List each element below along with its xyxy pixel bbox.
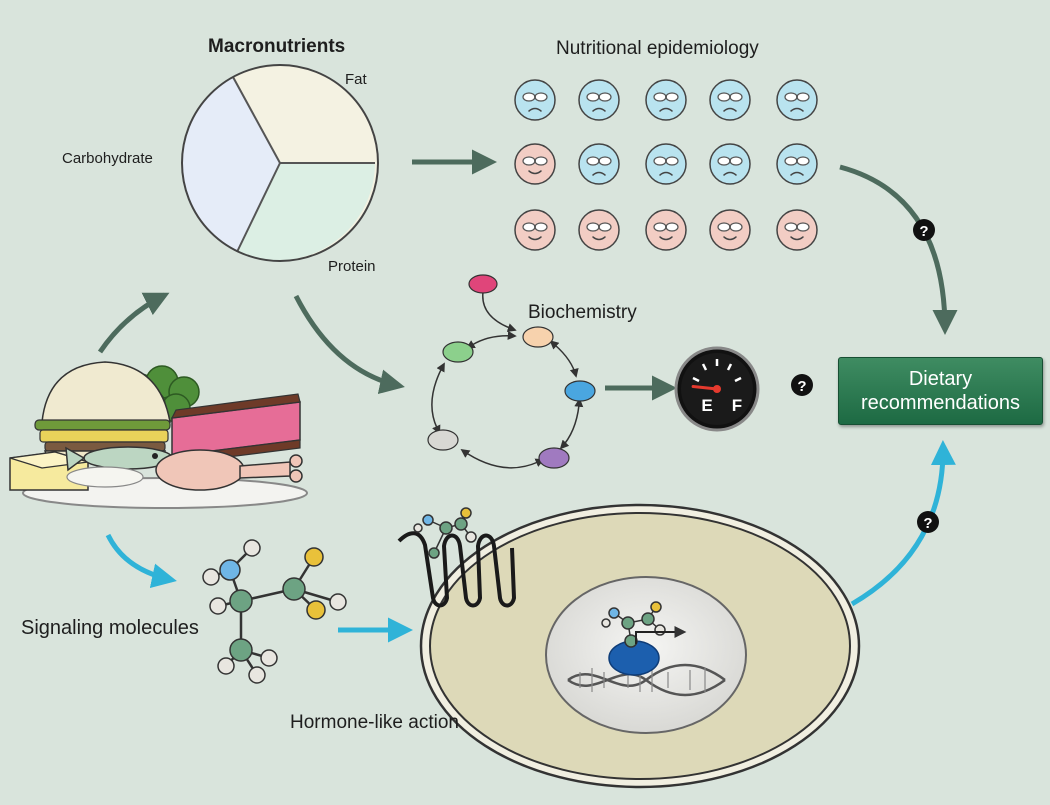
happy-face: [578, 209, 620, 251]
arrow-food-to-macronutrients: [97, 292, 170, 354]
carbohydrate-label: Carbohydrate: [62, 150, 153, 167]
sad-face: [578, 143, 620, 185]
happy-face: [645, 209, 687, 251]
sad-face: [578, 79, 620, 121]
metabolite-node-purple: [538, 447, 570, 469]
pink-cake-slice: [170, 393, 301, 465]
sad-face: [645, 79, 687, 121]
biochemistry-nodes: [427, 274, 596, 469]
signaling-molecule: [202, 539, 347, 684]
happy-face: [514, 209, 556, 251]
sad-face: [776, 79, 818, 121]
biochemistry-title: Biochemistry: [528, 302, 637, 323]
cell-illustration: [397, 503, 861, 789]
transcription-arrow: [635, 626, 687, 644]
macronutrients-title: Macronutrients: [208, 36, 346, 57]
dietary-recommendations-box: Dietary recommendations: [838, 357, 1043, 425]
hormone-like-action-title: Hormone-like action: [290, 712, 459, 733]
gauge-full-label: F: [732, 396, 742, 415]
pie-segment-fat: [233, 66, 375, 163]
signaling-molecules-title: Signaling molecules: [21, 617, 199, 639]
flow-arrows: [97, 149, 958, 643]
sad-face: [709, 143, 751, 185]
arrow-cell-to-recommendations: [850, 440, 956, 607]
faces-grid: [514, 79, 818, 251]
question-mark: ?: [923, 515, 932, 532]
cycle-entry-arrow: [482, 291, 517, 332]
cycle-arrow: [460, 448, 545, 469]
protein-label: Protein: [328, 258, 376, 275]
pie-segment-carbohydrate: [181, 77, 280, 252]
rice: [66, 466, 144, 488]
dietary-recommendations-label: Dietary recommendations: [861, 368, 1020, 414]
arrow-epidemiology-to-recommendations: [839, 164, 958, 335]
pie-divider: [236, 162, 281, 253]
arrow-pie-to-biochemistry: [293, 294, 405, 394]
question-badge: ?: [917, 511, 939, 533]
happy-face: [776, 209, 818, 251]
happy-face: [514, 143, 556, 185]
sad-face: [709, 79, 751, 121]
fuel-gauge-icon: E F: [674, 346, 760, 432]
chicken-drumstick: [155, 449, 303, 491]
sad-face: [776, 143, 818, 185]
question-badge: ?: [913, 219, 935, 241]
arrow-food-to-signaling: [105, 533, 177, 589]
sad-face: [645, 143, 687, 185]
molecule-atoms: [202, 539, 347, 684]
metabolite-node-green: [442, 341, 474, 363]
cycle-arrow: [549, 340, 579, 378]
fat-label: Fat: [345, 71, 367, 88]
nuclear-ligand: [601, 601, 666, 648]
macronutrient-pie: [181, 64, 379, 262]
question-mark: ?: [797, 378, 806, 395]
membrane-receptor: [397, 531, 517, 608]
question-badge: ?: [791, 374, 813, 396]
cycle-arrow: [465, 330, 517, 349]
nutritional-epidemiology-title: Nutritional epidemiology: [556, 38, 759, 59]
metabolite-node-blue: [564, 380, 596, 402]
pie-divider: [232, 76, 281, 164]
pie-outline: [181, 64, 379, 262]
food-plate-illustration: [9, 361, 308, 509]
happy-face: [709, 209, 751, 251]
metabolite-node-peach: [522, 326, 554, 348]
fish: [65, 446, 173, 472]
metabolite-node-magenta: [468, 274, 498, 294]
gauge-empty-label: E: [701, 396, 712, 415]
metabolite-node-gray: [427, 429, 459, 451]
question-mark: ?: [919, 223, 928, 240]
receptor-ligand: [413, 507, 477, 559]
biochemistry-cycle: [431, 291, 584, 469]
sad-face: [514, 79, 556, 121]
cycle-arrow: [559, 397, 584, 450]
cycle-arrow: [431, 362, 445, 435]
dna-helix: [567, 663, 726, 697]
gauge-needle: [691, 385, 719, 391]
pie-segment-protein: [237, 163, 375, 261]
